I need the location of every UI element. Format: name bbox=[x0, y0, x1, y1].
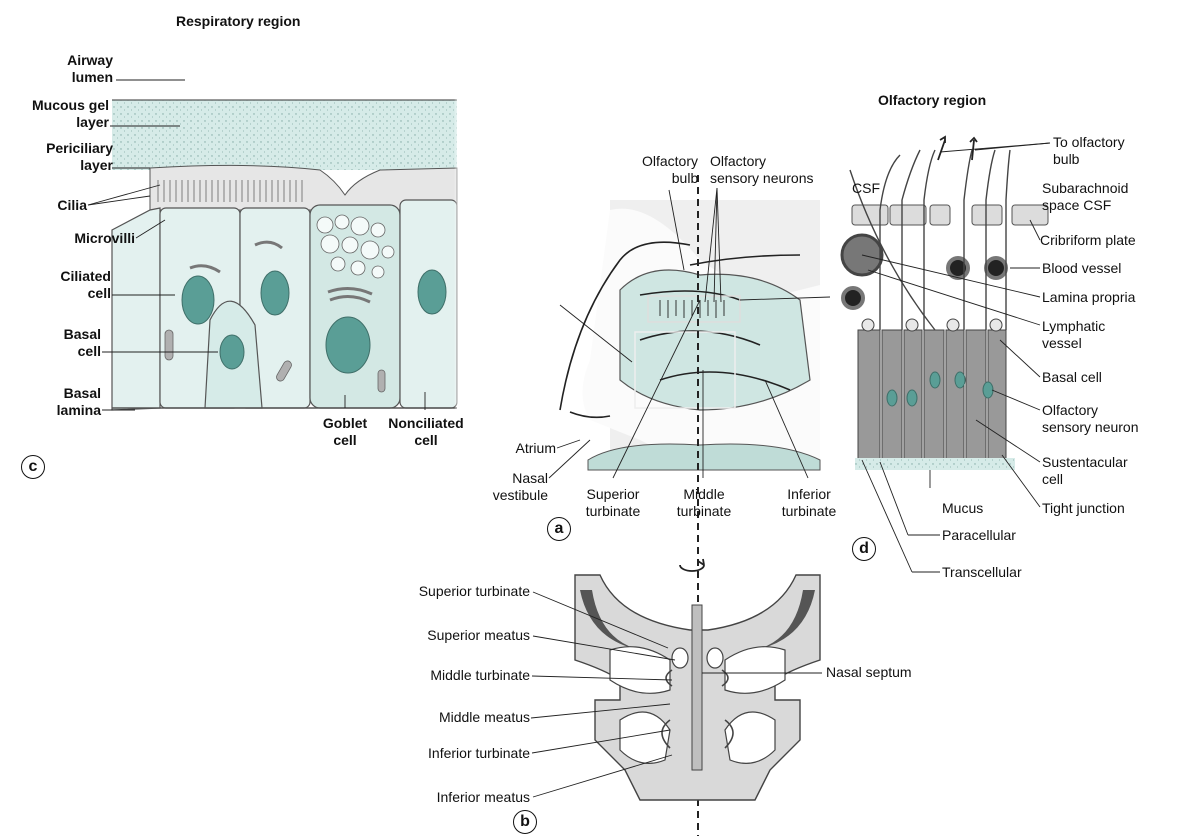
label-middle-meatus: Middle meatus bbox=[300, 709, 530, 726]
label-blood-vessel: Blood vessel bbox=[1042, 260, 1121, 277]
panel-d-marker: d bbox=[852, 537, 876, 561]
label-nasal-septum: Nasal septum bbox=[826, 664, 912, 681]
label-transcellular: Transcellular bbox=[942, 564, 1022, 581]
label-inferior-meatus: Inferior meatus bbox=[300, 789, 530, 806]
coronal-section-drawing bbox=[531, 575, 822, 800]
olfactory-region-title: Olfactory region bbox=[878, 92, 986, 109]
label-lamina-propria: Lamina propria bbox=[1042, 289, 1135, 306]
label-tight-junction: Tight junction bbox=[1042, 500, 1125, 517]
panel-b-marker: b bbox=[513, 810, 537, 834]
label-inferior-turbinate-coronal: Inferior turbinate bbox=[300, 745, 530, 762]
respiratory-epithelium-drawing bbox=[88, 62, 460, 412]
label-superior-turbinate-coronal: Superior turbinate bbox=[300, 583, 530, 600]
label-csf: CSF bbox=[852, 180, 880, 197]
respiratory-region-title: Respiratory region bbox=[176, 13, 300, 30]
label-middle-turbinate-coronal: Middle turbinate bbox=[300, 667, 530, 684]
label-microvilli: Microvilli bbox=[5, 230, 135, 247]
panel-a-marker: a bbox=[547, 517, 571, 541]
label-paracellular: Paracellular bbox=[942, 527, 1016, 544]
label-superior-meatus: Superior meatus bbox=[300, 627, 530, 644]
label-cilia: Cilia bbox=[5, 197, 87, 214]
label-basal-cell-olfactory: Basal cell bbox=[1042, 369, 1102, 386]
label-cribriform-plate: Cribriform plate bbox=[1040, 232, 1136, 249]
panel-c-marker: c bbox=[21, 455, 45, 479]
label-atrium: Atrium bbox=[470, 440, 556, 457]
label-mucus: Mucus bbox=[942, 500, 983, 517]
